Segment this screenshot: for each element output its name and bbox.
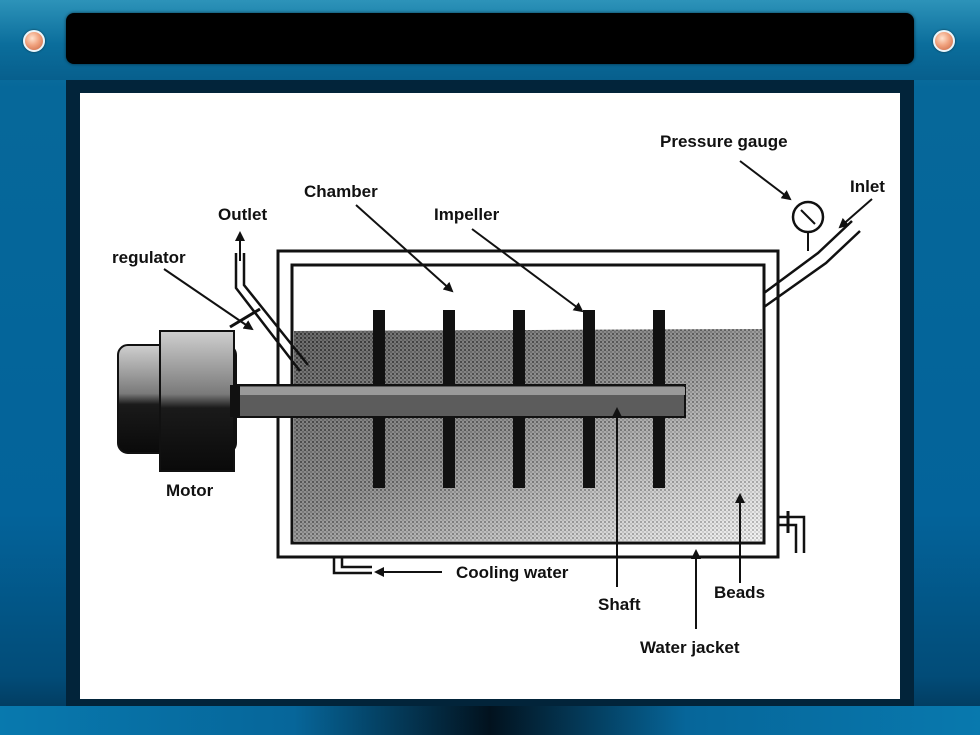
decorative-orb-left — [23, 30, 45, 52]
shaft-label: Shaft — [598, 595, 641, 614]
pressure-gauge — [791, 200, 825, 251]
bead-mill-diagram: Pressure gauge Inlet Chamber Outlet Impe… — [112, 132, 885, 657]
shaft-highlight — [230, 387, 685, 395]
inlet-label: Inlet — [850, 177, 885, 196]
slide-footer-band — [0, 706, 980, 735]
regulator-pointer — [163, 268, 254, 331]
inlet-pipe — [763, 220, 861, 309]
pressure-gauge-label: Pressure gauge — [660, 132, 788, 151]
water-jacket-label: Water jacket — [640, 638, 740, 657]
bead-texture — [294, 329, 762, 541]
pressure-gauge-pointer — [739, 160, 792, 201]
decorative-orb-right — [933, 30, 955, 52]
bead-mill-diagram-panel: Pressure gauge Inlet Chamber Outlet Impe… — [80, 93, 900, 699]
label-pointers — [163, 160, 792, 629]
slide-title-bar — [66, 13, 914, 64]
motor — [117, 330, 240, 472]
outlet-pipe — [234, 253, 309, 372]
chamber-pointer — [355, 204, 454, 293]
regulator-valve — [229, 307, 261, 329]
jacket-drain-pipes — [778, 511, 806, 553]
cooling-water-pipe — [332, 557, 372, 575]
regulator-label: regulator — [112, 248, 186, 267]
impeller-pointer — [471, 228, 584, 313]
chamber-label: Chamber — [304, 182, 378, 201]
cooling-water-label: Cooling water — [456, 563, 569, 582]
motor-label: Motor — [166, 481, 214, 500]
inlet-arrow — [838, 198, 873, 229]
outlet-label: Outlet — [218, 205, 267, 224]
beads-label: Beads — [714, 583, 765, 602]
impeller-label: Impeller — [434, 205, 500, 224]
